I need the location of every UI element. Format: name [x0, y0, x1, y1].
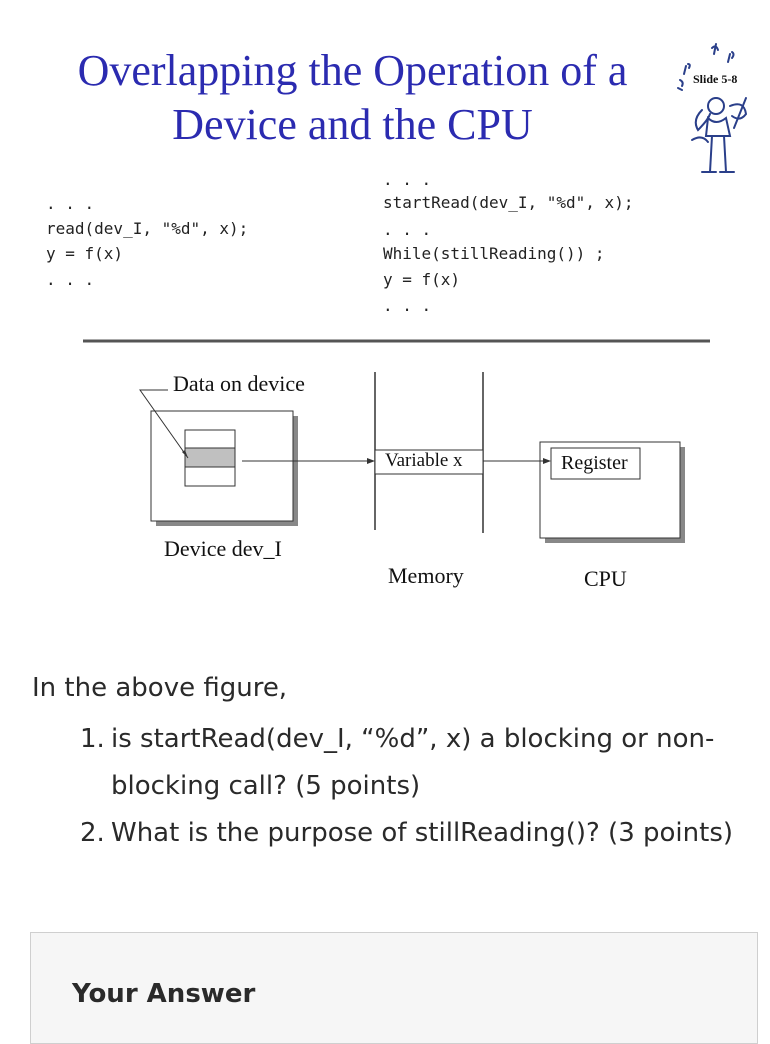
slide-number-label: Slide 5-8 [693, 72, 738, 86]
musician-clipart-icon [677, 43, 748, 173]
right-code-line5: y = f(x) [383, 270, 461, 289]
left-code-line3: y = f(x) [46, 244, 124, 263]
data-on-device-label: Data on device [173, 371, 305, 396]
slide-image: Overlapping the Operation of a Device an… [46, 43, 748, 591]
variable-x-box [374, 449, 484, 475]
right-code-line1: . . . [383, 170, 432, 189]
answer-title: Your Answer [72, 979, 256, 1009]
data-pointer-line [139, 389, 189, 459]
device-label: Device dev_I [164, 536, 282, 561]
register-box [550, 447, 641, 480]
slide-title-line2: Device and the CPU [172, 100, 533, 149]
device-cell-top [184, 429, 236, 449]
left-code-line4: . . . [46, 270, 95, 289]
right-code-line2: startRead(dev_I, "%d", x); [383, 193, 634, 212]
memory-label: Memory [388, 563, 464, 588]
left-code-line2: read(dev_I, "%d", x); [46, 219, 249, 238]
device-cell-shaded [184, 447, 236, 468]
right-code-line4: While(stillReading()) ; [383, 244, 605, 263]
question-text: is startRead(dev_I, “%d”, x) a blocking … [111, 724, 715, 801]
question-intro: In the above figure, [32, 673, 288, 703]
slide-title-line1: Overlapping the Operation of a [77, 46, 628, 95]
cpu-label: CPU [584, 566, 627, 591]
device-cell-bottom [184, 466, 236, 487]
question-number: 2. [80, 818, 105, 848]
question-text: What is the purpose of stillReading()? (… [111, 818, 734, 848]
right-code-line6: . . . [383, 296, 432, 315]
question-item-2: 2. What is the purpose of stillReading()… [80, 810, 760, 857]
question-item-1: 1. is startRead(dev_I, “%d”, x) a blocki… [80, 716, 760, 810]
question-list: 1. is startRead(dev_I, “%d”, x) a blocki… [80, 716, 760, 857]
variable-x-label: Variable x [385, 450, 463, 471]
diagram [83, 339, 710, 543]
register-label: Register [561, 452, 628, 474]
right-code-line3: . . . [383, 220, 432, 239]
question-number: 1. [80, 724, 105, 754]
answer-box[interactable]: Your Answer [30, 932, 758, 1044]
left-code-line1: . . . [46, 194, 95, 213]
